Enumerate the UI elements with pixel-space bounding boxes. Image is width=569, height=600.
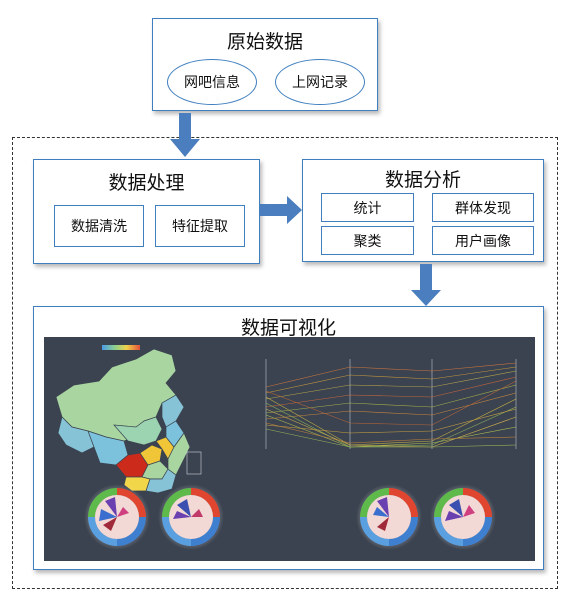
radial-charts — [84, 484, 496, 550]
china-map — [55, 348, 202, 503]
parallel-coordinates-chart — [265, 359, 517, 449]
access-records-node: 上网记录 — [275, 59, 365, 105]
processing-box: 数据处理 数据清洗 特征提取 — [33, 159, 260, 264]
system-boundary — [12, 137, 558, 589]
statistics-node: 统计 — [321, 193, 414, 222]
processing-title: 数据处理 — [108, 172, 185, 194]
data-cleaning-node: 数据清洗 — [54, 205, 144, 247]
feature-extraction-node: 特征提取 — [155, 205, 245, 247]
color-legend-bar — [102, 345, 140, 350]
raw-data-title: 原始数据 — [226, 31, 303, 53]
visualization-title: 数据可视化 — [240, 317, 336, 339]
raw-data-box: 原始数据 网吧信息 上网记录 — [152, 18, 378, 111]
user-profile-node: 用户画像 — [432, 226, 534, 255]
dashboard-graphics — [55, 345, 517, 550]
group-discovery-node: 群体发现 — [432, 193, 534, 222]
netbar-info-node: 网吧信息 — [167, 59, 257, 105]
analysis-title: 数据分析 — [384, 169, 461, 191]
analysis-box: 数据分析 统计 群体发现 聚类 用户画像 — [302, 159, 544, 262]
dashboard-screenshot — [44, 337, 535, 561]
clustering-node: 聚类 — [321, 226, 414, 255]
